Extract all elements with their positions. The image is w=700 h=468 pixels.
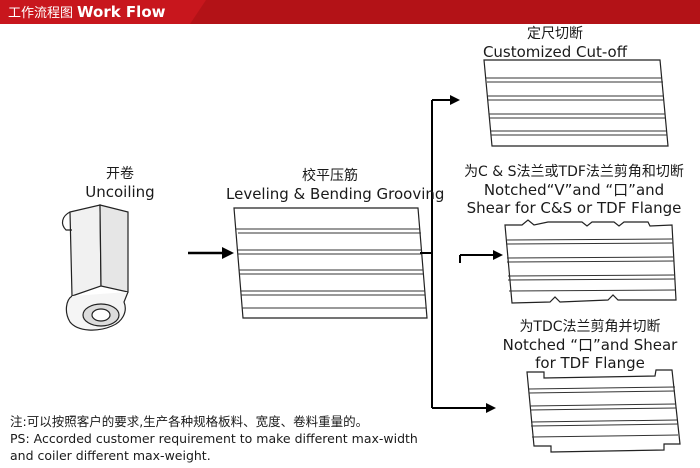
footnote: 注:可以按照客户的要求,生产各种规格板料、宽度、卷料重量的。 PS: Accor… bbox=[10, 413, 418, 464]
uncoiling-label: 开卷 Uncoiling bbox=[70, 165, 170, 201]
footnote-cn: 注:可以按照客户的要求,生产各种规格板料、宽度、卷料重量的。 bbox=[10, 414, 369, 429]
page-title-en: Work Flow bbox=[77, 3, 166, 21]
uncoiling-label-en: Uncoiling bbox=[85, 183, 155, 201]
leveling-label: 校平压筋 Leveling & Bending Grooving bbox=[226, 167, 445, 203]
arrow-to-leveling bbox=[188, 247, 234, 259]
cutoff-label-en: Customized Cut-off bbox=[482, 43, 628, 61]
notched-square-label-cn: 为TDC法兰剪角并切断 bbox=[519, 319, 661, 335]
cutoff-sheet bbox=[483, 59, 669, 147]
cutoff-label-cn: 定尺切断 bbox=[527, 26, 583, 42]
footnote-en-1: PS: Accorded customer requirement to mak… bbox=[10, 431, 418, 446]
notched-square-sheet bbox=[526, 369, 681, 453]
leveling-label-en: Leveling & Bending Grooving bbox=[226, 185, 445, 203]
footnote-en-2: and coiler different max-weight. bbox=[10, 448, 211, 463]
uncoiling-label-cn: 开卷 bbox=[106, 166, 134, 182]
notched-v-sheet bbox=[504, 219, 677, 304]
branch-arrows bbox=[420, 95, 503, 413]
notched-square-label-en-1: Notched “口”and Shear bbox=[502, 336, 678, 354]
header-tab bbox=[0, 0, 190, 24]
header-tab-corner bbox=[190, 0, 206, 24]
notched-square-label: 为TDC法兰剪角并切断 Notched “口”and Shear for TDF… bbox=[500, 318, 680, 372]
notched-v-label: 为C & S法兰或TDF法兰剪角和切断 Notched“V”and “口”and… bbox=[455, 163, 693, 217]
cutoff-label: 定尺切断 Customized Cut-off bbox=[480, 25, 630, 61]
page-title-cn: 工作流程图 bbox=[8, 6, 74, 21]
leveling-sheet bbox=[233, 207, 428, 319]
notched-v-label-en-1: Notched“V”and “口”and bbox=[483, 181, 665, 199]
notched-v-label-en-2: Shear for C&S or TDF Flange bbox=[466, 199, 682, 217]
notched-v-label-cn: 为C & S法兰或TDF法兰剪角和切断 bbox=[464, 164, 684, 180]
notched-square-label-en-2: for TDF Flange bbox=[535, 354, 645, 372]
leveling-label-cn: 校平压筋 bbox=[302, 168, 358, 184]
coil-illustration bbox=[61, 204, 129, 331]
